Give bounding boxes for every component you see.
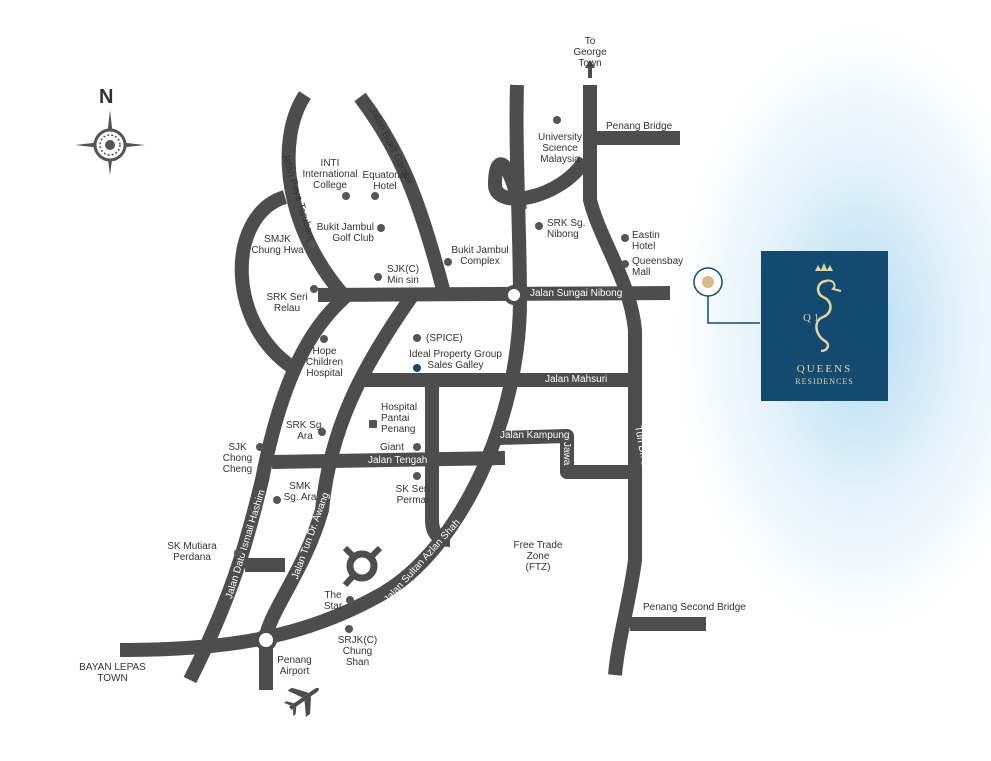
road-label-tengah: Jalan Tengah	[368, 455, 428, 466]
label-ideal-gallery: Ideal Property Group Sales Galley	[409, 349, 502, 371]
roundabout-the-star	[342, 545, 383, 588]
road-network	[119, 84, 706, 690]
label-eastin: Eastin Hotel	[632, 230, 660, 252]
dot-srk-sg-ara[interactable]	[318, 428, 326, 436]
label-pantai-hospital: Hospital Pantai Penang	[381, 402, 418, 435]
label-spice: (SPICE)	[426, 333, 463, 344]
label-bukit-jambul-golf: Bukit Jambul Golf Club	[316, 222, 374, 244]
dot-queensbay[interactable]	[621, 260, 629, 268]
dot-hope-hospital[interactable]	[320, 335, 328, 343]
dot-bukit-jambul-golf[interactable]	[377, 224, 385, 232]
road-label-mahsuri: Jalan Mahsuri	[545, 374, 608, 385]
dot-smjk-chung-hwa[interactable]	[308, 240, 316, 248]
label-ftz: Free Trade Zone (FTZ)	[513, 540, 563, 573]
seahorse-logo-icon: Q 1	[803, 263, 842, 353]
road-label-sungai-nibong: Jalan Sungai Nibong	[530, 288, 623, 299]
road-tengah	[271, 451, 506, 469]
road-kampung-jawa	[497, 429, 633, 479]
dot-bukit-jambul-complex[interactable]	[444, 258, 452, 266]
svg-text:Q 1: Q 1	[803, 312, 819, 324]
road-lim-chong-eu	[583, 85, 642, 676]
roundabout-sungai-nibong	[504, 285, 524, 305]
brand-subtitle: RESIDENCES	[795, 377, 854, 386]
dot-equatorial[interactable]	[371, 192, 379, 200]
dot-ideal-gallery[interactable]	[413, 364, 421, 372]
label-bayan-lepas: BAYAN LEPAS TOWN	[79, 662, 146, 684]
road-bukit-gambir	[354, 92, 452, 299]
dot-srk-sg-nibong[interactable]	[535, 222, 543, 230]
label-equatorial: Equatorial Hotel	[362, 170, 408, 192]
label-queensbay: Queensbay Mall	[632, 256, 684, 278]
label-srk-sg-ara: SRK Sg. Ara	[285, 420, 325, 442]
dot-sjkc-min-sin[interactable]	[374, 273, 382, 281]
queens-residences-logo[interactable]: Q 1 QUEENS RESIDENCES	[761, 251, 888, 401]
dot-sjk-chong-cheng[interactable]	[256, 443, 264, 451]
location-pin-icon[interactable]	[693, 267, 760, 324]
road-tun-dr-awang	[258, 291, 418, 642]
roundabout-airport	[255, 629, 277, 651]
road-label-jawa: Jawa	[561, 442, 572, 466]
label-usm: University Science Malaysia	[538, 132, 582, 165]
road-usm-loop	[488, 155, 591, 212]
label-srk-seri-relau: SRK Seri Relau	[266, 292, 308, 314]
dot-pantai-hospital[interactable]	[369, 420, 377, 428]
label-sk-seri-permai: SK Seri Permai	[395, 484, 430, 506]
label-george-town: To George Town	[573, 36, 607, 69]
george-town-arrow-icon	[585, 60, 595, 78]
road-relau-loop	[234, 190, 304, 379]
dot-usm[interactable]	[553, 116, 561, 124]
compass-rose-icon	[75, 110, 145, 175]
label-hope-hospital: Hope Children Hospital	[305, 346, 344, 379]
label-smk-sg-ara: SMK Sg. Ara	[283, 481, 317, 503]
label-srjkc-chung-shan: SRJK(C) Chung Shan	[337, 635, 378, 668]
dot-smk-sg-ara[interactable]	[273, 496, 281, 504]
road-sungai-nibong	[317, 286, 671, 302]
label-inti: INTI International College	[302, 158, 358, 191]
label-the-star: The Star	[323, 590, 343, 612]
label-second-bridge: Penang Second Bridge	[643, 602, 746, 613]
dot-sk-seri-permai[interactable]	[413, 472, 421, 480]
label-sjk-chong-cheng: SJK Chong Cheng	[222, 442, 253, 475]
label-giant: Giant	[380, 442, 404, 453]
label-penang-bridge: Penang Bridge	[606, 121, 673, 132]
dot-giant[interactable]	[413, 443, 421, 451]
dot-srjkc-chung-shan[interactable]	[345, 625, 353, 633]
label-smjk-chung-hwa: SMJK Chung Hwa	[251, 234, 304, 256]
dot-inti[interactable]	[342, 192, 350, 200]
label-srk-sg-nibong: SRK Sg. Nibong	[547, 218, 586, 240]
airplane-icon	[284, 687, 320, 717]
road-giant-connector	[425, 380, 451, 547]
label-penang-airport: Penang Airport	[277, 655, 312, 677]
dot-srk-seri-relau[interactable]	[310, 285, 318, 293]
road-label-kampung: Jalan Kampung	[500, 430, 570, 441]
brand-name: QUEENS	[796, 363, 853, 375]
north-label: N	[99, 86, 114, 108]
dot-spice[interactable]	[413, 334, 421, 342]
label-sjkc-min-sin: SJK(C) Min sin	[386, 264, 420, 286]
label-sk-mutiara-perdana: SK Mutiara Perdana	[167, 541, 217, 563]
road-paya-terubong	[281, 91, 351, 302]
label-bukit-jambul-complex: Bukit Jambul Complex	[451, 245, 509, 267]
dot-eastin[interactable]	[621, 234, 629, 242]
dot-the-star[interactable]	[346, 596, 354, 604]
dot-sk-mutiara-perdana[interactable]	[234, 549, 242, 557]
road-dato-ismail-hashim	[183, 291, 350, 684]
